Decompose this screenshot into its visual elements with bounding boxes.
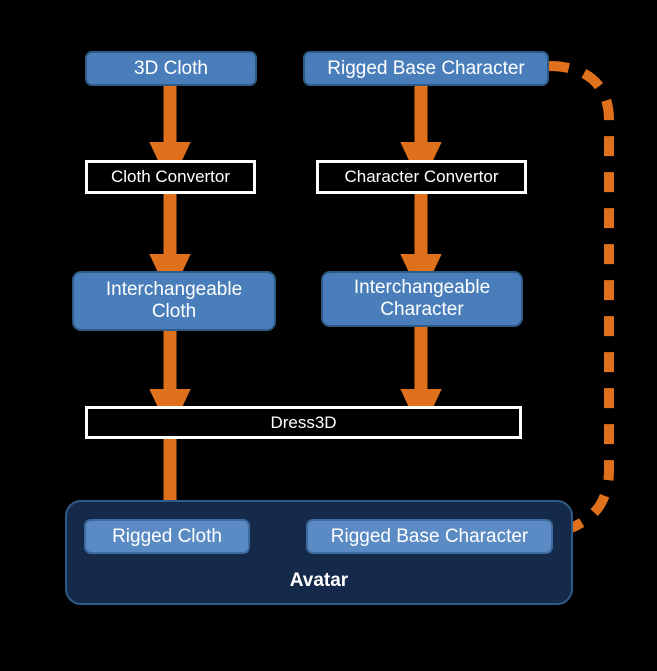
node-rigged-base-character[interactable]: Rigged Base Character — [303, 51, 549, 86]
node-character-convertor-label: Character Convertor — [344, 167, 499, 187]
node-avatar-rigged-cloth-label: Rigged Cloth — [112, 525, 222, 547]
node-character-convertor[interactable]: Character Convertor — [316, 160, 527, 194]
node-avatar-rigged-cloth[interactable]: Rigged Cloth — [84, 519, 250, 554]
node-avatar-rigged-base-character-label: Rigged Base Character — [330, 525, 529, 547]
node-interchangeable-cloth[interactable]: Interchangeable Cloth — [72, 271, 276, 331]
node-3d-cloth[interactable]: 3D Cloth — [85, 51, 257, 86]
node-interchangeable-cloth-label-line1: Interchangeable — [105, 279, 243, 301]
dashed-bypass-path — [548, 61, 614, 535]
node-avatar-rigged-base-character[interactable]: Rigged Base Character — [306, 519, 553, 554]
group-avatar[interactable]: Rigged Cloth Rigged Base Character Avata… — [65, 500, 573, 605]
node-3d-cloth-label: 3D Cloth — [134, 57, 208, 79]
node-interchangeable-cloth-label-line2: Cloth — [151, 301, 197, 322]
node-interchangeable-character-label-line2: Character — [380, 299, 464, 320]
node-cloth-convertor-label: Cloth Convertor — [110, 167, 231, 187]
node-dress3d[interactable]: Dress3D — [85, 406, 522, 439]
node-cloth-convertor[interactable]: Cloth Convertor — [85, 160, 256, 194]
node-interchangeable-character[interactable]: Interchangeable Character — [321, 271, 523, 327]
node-dress3d-label: Dress3D — [270, 412, 337, 432]
group-avatar-label: Avatar — [289, 570, 349, 591]
node-rigged-base-character-label: Rigged Base Character — [327, 57, 525, 79]
node-interchangeable-character-label-line1: Interchangeable — [353, 277, 491, 299]
